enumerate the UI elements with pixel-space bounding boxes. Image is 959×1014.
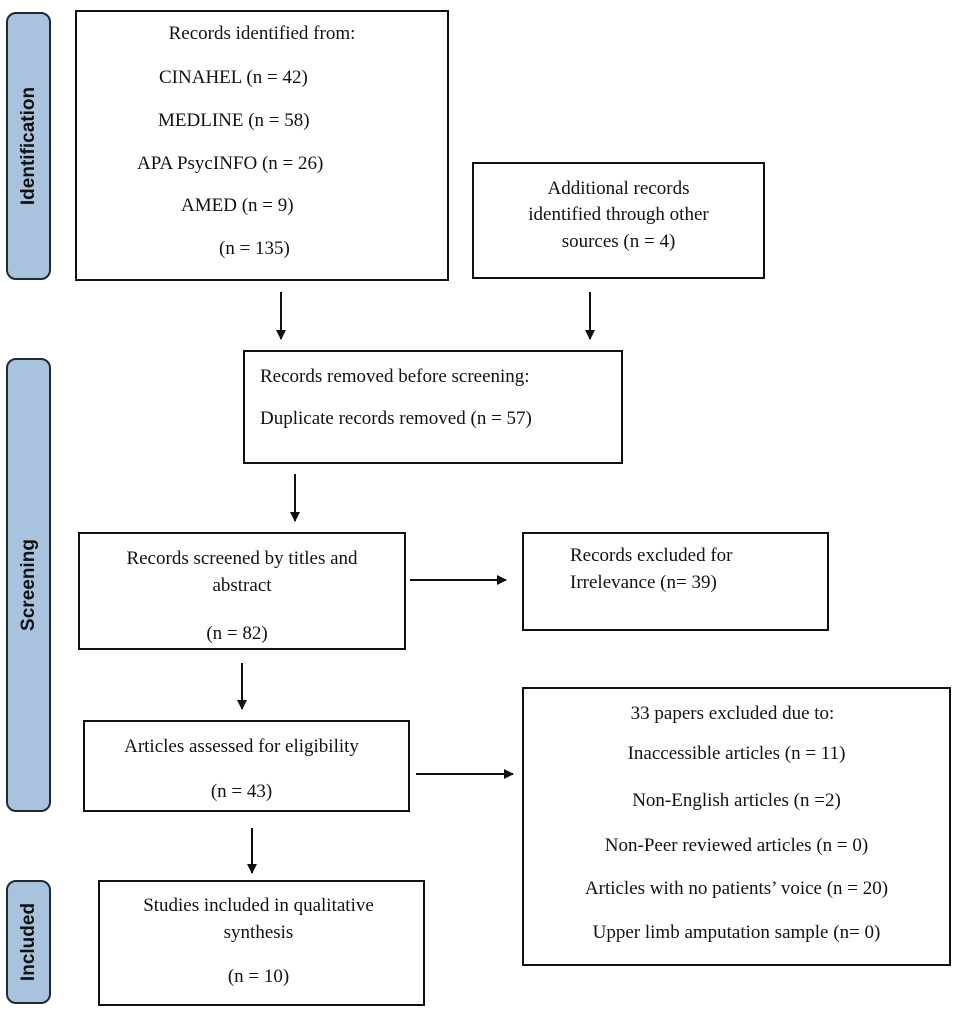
box-records-identified: Records identified from: CINAHEL (n = 42… (75, 10, 449, 281)
additional-records-line: Additional records (547, 178, 690, 199)
source-line: CINAHEL (n = 42) (159, 67, 308, 88)
papers-excluded-heading: 33 papers excluded due to: (630, 703, 835, 724)
records-screened-line: Records screened by titles and (126, 548, 358, 569)
phase-screening: Screening (6, 358, 51, 812)
source-total: (n = 135) (219, 238, 290, 259)
box-papers-excluded: 33 papers excluded due to: Inaccessible … (522, 687, 951, 966)
articles-assessed-label: Articles assessed for eligibility (124, 736, 359, 757)
box-records-screened: Records screened by titles and abstract … (78, 532, 406, 650)
exclusion-reason: Inaccessible articles (n = 11) (627, 743, 846, 764)
phase-included: Included (6, 880, 51, 1004)
additional-records-line: identified through other (528, 204, 709, 225)
source-line: APA PsycINFO (n = 26) (137, 153, 324, 174)
box-articles-assessed: Articles assessed for eligibility (n = 4… (83, 720, 410, 812)
source-line: MEDLINE (n = 58) (158, 110, 310, 131)
exclusion-reason: Non-Peer reviewed articles (n = 0) (604, 835, 869, 856)
exclusion-reason: Articles with no patients’ voice (n = 20… (584, 878, 889, 899)
duplicates-removed: Duplicate records removed (n = 57) (260, 408, 532, 429)
box-studies-included: Studies included in qualitative synthesi… (98, 880, 425, 1006)
exclusion-reason: Non-English articles (n =2) (632, 790, 841, 811)
phase-identification: Identification (6, 12, 51, 280)
studies-included-count: (n = 10) (227, 966, 290, 987)
articles-assessed-count: (n = 43) (210, 781, 273, 802)
records-screened-line: abstract (212, 575, 272, 596)
records-identified-heading: Records identified from: (168, 23, 356, 44)
additional-records-line: sources (n = 4) (561, 231, 676, 252)
exclusion-reason: Upper limb amputation sample (n= 0) (592, 922, 881, 943)
excluded-irrelevance-line: Irrelevance (n= 39) (570, 572, 717, 593)
box-records-excluded-irrelevance: Records excluded for Irrelevance (n= 39) (522, 532, 829, 631)
excluded-irrelevance-line: Records excluded for (570, 545, 733, 566)
records-screened-count: (n = 82) (206, 623, 268, 644)
box-additional-records: Additional records identified through ot… (472, 162, 765, 279)
source-line: AMED (n = 9) (181, 195, 294, 216)
box-records-removed: Records removed before screening: Duplic… (243, 350, 623, 464)
studies-included-line: synthesis (223, 922, 294, 943)
studies-included-line: Studies included in qualitative (143, 895, 374, 916)
records-removed-heading: Records removed before screening: (260, 366, 530, 387)
